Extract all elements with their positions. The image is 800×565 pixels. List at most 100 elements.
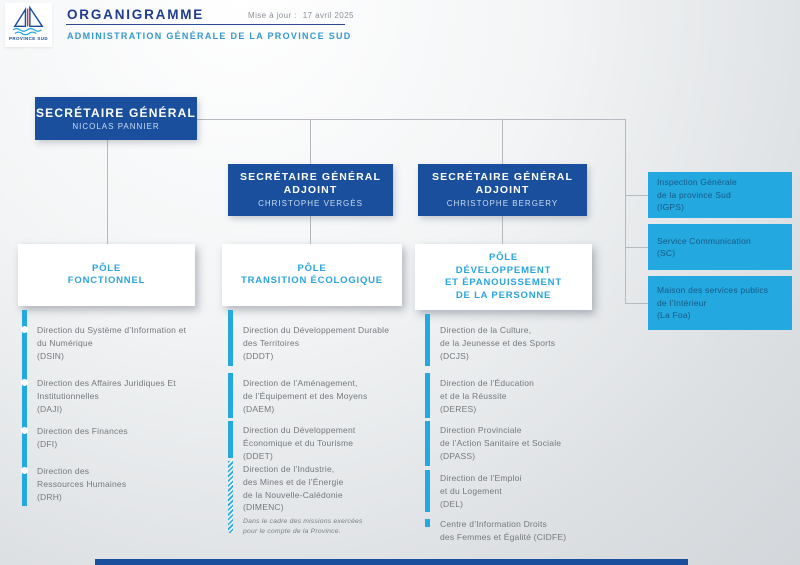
- service-line: de la province Sud: [657, 189, 732, 200]
- pole-line: TRANSITION ÉCOLOGIQUE: [241, 275, 383, 286]
- col1-bullet-dot: [21, 326, 28, 333]
- col3-bar-segment: [425, 470, 430, 512]
- direction-line: (DSIN): [37, 350, 65, 361]
- page-title: ORGANIGRAMME: [67, 7, 205, 22]
- direction-line: de l’Action Sanitaire et Sociale: [440, 437, 562, 448]
- direction-line: Direction de l’Industrie,: [243, 464, 335, 474]
- update-date: Mise à jour : 17 avril 2025: [248, 11, 354, 20]
- secretaire-general-box: SECRÉTAIRE GÉNÉRAL NICOLAS PANNIER: [35, 97, 197, 140]
- pole-fonctionnel-box: PÔLE FONCTIONNEL: [18, 244, 195, 306]
- pole-line: ET ÉPANOUISSEMENT: [445, 277, 562, 288]
- adjoint1-name: CHRISTOPHE VERGÈS: [258, 199, 363, 208]
- col2-bar-segment: [228, 310, 233, 366]
- pole-developpement-box: PÔLE DÉVELOPPEMENT ET ÉPANOUISSEMENT DE …: [415, 244, 592, 310]
- direction-dimenc: Direction de l’Industrie, des Mines et d…: [243, 463, 405, 536]
- direction-line: Direction de la Culture,: [440, 325, 532, 335]
- direction-line: et du Logement: [440, 485, 502, 496]
- service-line: Service Communication: [657, 235, 751, 246]
- col3-bar-segment: [425, 421, 430, 466]
- direction-line: Direction Provinciale: [440, 425, 522, 435]
- page-subtitle: ADMINISTRATION GÉNÉRALE DE LA PROVINCE S…: [67, 31, 352, 41]
- update-value: 17 avril 2025: [302, 11, 354, 20]
- update-label: Mise à jour :: [248, 11, 297, 20]
- service-line: Maison des services publics: [657, 285, 769, 296]
- direction-line: (DIMENC): [243, 502, 284, 513]
- col3-bar-segment: [425, 314, 430, 366]
- adjoint1-title-line1: SECRÉTAIRE GÉNÉRAL: [240, 171, 381, 183]
- direction-drh: Direction des Ressources Humaines (DRH): [37, 465, 205, 503]
- direction-line: des Mines et de l’Énergie: [243, 476, 344, 487]
- service-igps-box: Inspection Générale de la province Sud (…: [648, 172, 792, 218]
- adjoint1-title-line2: ADJOINT: [283, 184, 338, 196]
- col1-bullet-dot: [21, 427, 28, 434]
- direction-cidfe: Centre d’Information Droits des Femmes e…: [440, 518, 620, 544]
- direction-line: (DPASS): [440, 450, 476, 461]
- connector-sg-to-pole1: [107, 140, 108, 244]
- direction-line: de l’Équipement et des Moyens: [243, 390, 368, 401]
- connector-drop-adjoint1: [310, 119, 311, 164]
- connector-right-vertical: [625, 119, 626, 304]
- direction-line: et de la Réussite: [440, 390, 507, 401]
- col2-bar-segment: [228, 373, 233, 418]
- service-line: (La Foa): [657, 310, 691, 321]
- direction-line: (DAEM): [243, 403, 275, 414]
- adjoint2-box: SECRÉTAIRE GÉNÉRAL ADJOINT CHRISTOPHE BE…: [418, 164, 587, 216]
- direction-line: (DFI): [37, 438, 58, 449]
- service-line: de l’Intérieur: [657, 297, 707, 308]
- pole-line: PÔLE: [488, 252, 519, 263]
- direction-daji: Direction des Affaires Juridiques Et Ins…: [37, 377, 205, 415]
- sailboat-icon: [12, 5, 44, 36]
- col1-vertical-bar: [22, 310, 27, 506]
- dimenc-note-line: Dans le cadre des missions exercées: [243, 518, 363, 526]
- col2-bar-segment: [228, 421, 233, 458]
- direction-line: Direction du Développement Durable: [243, 325, 390, 335]
- direction-line: Direction de l’Emploi: [440, 473, 522, 483]
- footer-bar: [95, 559, 688, 565]
- connector-adjoint1-to-pole2: [310, 216, 311, 244]
- col1-bullet-dot: [21, 467, 28, 474]
- connector-stub-mspi: [625, 303, 648, 304]
- direction-del: Direction de l’Emploi et du Logement (DE…: [440, 472, 620, 510]
- direction-dsin: Direction du Système d’Information et du…: [37, 324, 205, 362]
- service-line: (IGPS): [657, 202, 685, 213]
- service-line: Inspection Générale: [657, 177, 737, 188]
- direction-line: (DERES): [440, 403, 477, 414]
- direction-daem: Direction de l’Aménagement, de l’Équipem…: [243, 377, 405, 415]
- direction-line: Direction des Affaires Juridiques Et: [37, 378, 176, 388]
- direction-line: Direction de l’Éducation: [440, 378, 535, 388]
- pole-line: DE LA PERSONNE: [455, 289, 552, 301]
- pole-line: DÉVELOPPEMENT: [455, 264, 552, 276]
- adjoint1-box: SECRÉTAIRE GÉNÉRAL ADJOINT CHRISTOPHE VE…: [228, 164, 393, 216]
- direction-line: (DRH): [37, 491, 63, 502]
- direction-deres: Direction de l’Éducation et de la Réussi…: [440, 377, 620, 415]
- direction-line: (DDDT): [243, 350, 274, 361]
- connector-stub-igps: [625, 195, 648, 196]
- header-divider: [66, 24, 345, 25]
- pole-transition-box: PÔLE TRANSITION ÉCOLOGIQUE: [222, 244, 402, 306]
- direction-line: de la Jeunesse et des Sports: [440, 337, 556, 348]
- direction-line: Direction de l’Aménagement,: [243, 378, 358, 388]
- adjoint2-title-line2: ADJOINT: [475, 184, 530, 196]
- direction-line: Centre d’Information Droits: [440, 519, 547, 529]
- direction-dddt: Direction du Développement Durable des T…: [243, 324, 405, 362]
- col2-bar-segment-hatched: [228, 461, 233, 533]
- direction-line: (DEL): [440, 498, 464, 509]
- pole-line: PÔLE: [297, 262, 327, 274]
- service-mspi-box: Maison des services publics de l’Intérie…: [648, 276, 792, 330]
- direction-line: du Numérique: [37, 337, 93, 348]
- direction-line: de la Nouvelle-Calédonie: [243, 489, 343, 500]
- direction-line: Économique et du Tourisme: [243, 437, 354, 448]
- connector-stub-sc: [625, 247, 648, 248]
- direction-line: Direction des Finances: [37, 426, 128, 436]
- col3-bar-segment: [425, 373, 430, 418]
- direction-dpass: Direction Provinciale de l’Action Sanita…: [440, 424, 620, 462]
- sg-name: NICOLAS PANNIER: [72, 121, 160, 131]
- connector-drop-adjoint2: [502, 119, 503, 164]
- direction-ddet: Direction du Développement Économique et…: [243, 424, 405, 462]
- service-line: (SC): [657, 248, 676, 258]
- adjoint2-name: CHRISTOPHE BERGERY: [446, 199, 559, 208]
- direction-line: Direction du Développement: [243, 425, 356, 435]
- direction-line: des Territoires: [243, 337, 300, 348]
- direction-dcjs: Direction de la Culture, de la Jeunesse …: [440, 324, 620, 362]
- service-sc-box: Service Communication (SC): [648, 224, 792, 270]
